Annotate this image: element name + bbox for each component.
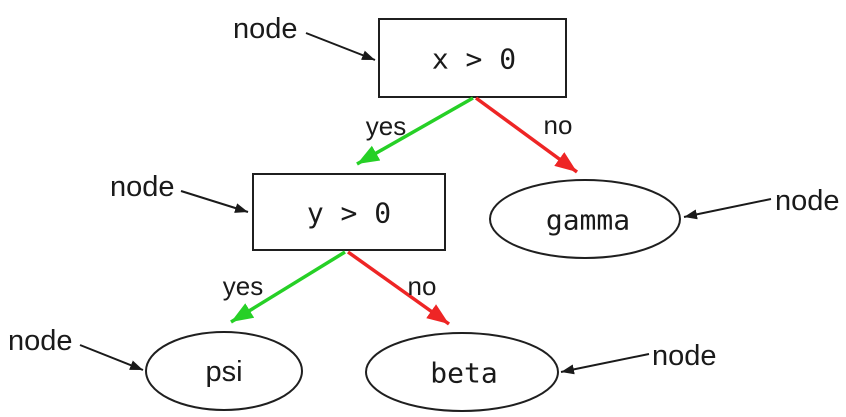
annotation-arrow-root [305,32,376,61]
node-shape-psi [145,331,303,411]
node-label-root: x > 0 [432,43,516,76]
edge-label-no-branch: no [408,271,437,301]
annotation-label-root: node [233,13,298,45]
node-shape-branch [252,173,446,251]
annotation-label-gamma: node [775,185,840,217]
edge-label-yes-root: yes [366,111,406,141]
edge-branch-no [346,250,451,326]
edge-label-yes-branch: yes [223,271,263,301]
edge-root-yes [356,96,474,166]
annotation-arrow-branch [180,190,249,213]
annotation-arrow-beta [560,353,650,375]
annotation-arrow-psi [79,344,144,371]
node-shape-beta [365,332,559,412]
edge-label-no-root: no [544,110,573,140]
annotation-label-psi: node [8,325,73,357]
node-label-branch: y > 0 [307,197,391,230]
node-label-gamma: gamma [546,204,630,237]
node-label-beta: beta [430,357,497,390]
node-label-psi: psi [205,356,242,388]
annotation-arrow-gamma [683,198,772,220]
annotation-label-branch: node [110,171,175,203]
edge-root-no [474,96,579,174]
edge-branch-yes [230,250,346,324]
node-shape-gamma [489,179,681,259]
annotation-label-beta: node [652,340,717,372]
node-shape-root [378,18,567,98]
